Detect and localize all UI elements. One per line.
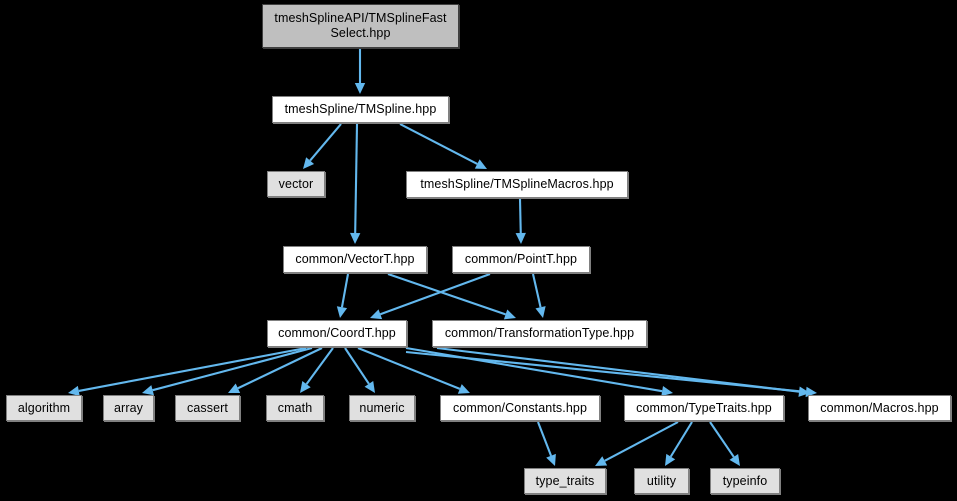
graph-node-array[interactable]: array: [103, 395, 154, 421]
graph-node-cassert[interactable]: cassert: [175, 395, 240, 421]
graph-node-tmspline[interactable]: tmeshSpline/TMSpline.hpp: [272, 96, 449, 123]
graph-node-pointt[interactable]: common/PointT.hpp: [452, 246, 590, 273]
graph-edge-pointt-to-coordt: [370, 273, 491, 320]
graph-node-typetraits[interactable]: common/TypeTraits.hpp: [624, 395, 784, 421]
graph-edge-tmspline-to-macros_tm: [399, 123, 487, 169]
graph-node-vector[interactable]: vector: [267, 171, 325, 197]
graph-edge-coordt-to-algorithm: [68, 346, 307, 397]
graph-edge-vectort-to-coordt: [336, 273, 350, 318]
graph-node-cmath[interactable]: cmath: [266, 395, 324, 421]
graph-edge-coordt-to-macros: [405, 350, 817, 398]
graph-edge-constants-to-type_traits: [537, 421, 556, 466]
graph-edge-tmspline-to-vectort: [349, 123, 361, 244]
graph-edge-pointt-to-transtype: [531, 273, 546, 318]
graph-edge-tmspline-to-vector: [303, 123, 342, 169]
graph-edge-coordt-to-cassert: [228, 347, 323, 393]
graph-edge-macros_tm-to-pointt: [515, 198, 526, 244]
graph-edge-coordt-to-numeric: [344, 347, 375, 393]
graph-edge-coordt-to-typetraits: [405, 346, 673, 397]
graph-edge-coordt-to-array: [142, 346, 313, 396]
graph-edge-coordt-to-constants: [357, 347, 470, 394]
graph-edge-transtype-to-macros: [436, 346, 810, 397]
graph-node-typeinfo[interactable]: typeinfo: [710, 468, 780, 494]
graph-node-algorithm[interactable]: algorithm: [6, 395, 82, 421]
graph-edge-coordt-to-cmath: [300, 347, 334, 393]
graph-node-vectort[interactable]: common/VectorT.hpp: [283, 246, 427, 273]
graph-edge-vectort-to-transtype: [387, 273, 516, 320]
graph-node-utility[interactable]: utility: [634, 468, 689, 494]
graph-node-constants[interactable]: common/Constants.hpp: [440, 395, 600, 421]
graph-node-transtype[interactable]: common/TransformationType.hpp: [432, 320, 647, 347]
graph-node-root[interactable]: tmeshSplineAPI/TMSplineFast Select.hpp: [262, 4, 459, 48]
graph-edge-typetraits-to-utility: [665, 421, 693, 466]
graph-node-macros_tm[interactable]: tmeshSpline/TMSplineMacros.hpp: [406, 171, 628, 198]
graph-node-numeric[interactable]: numeric: [349, 395, 415, 421]
graph-edge-typetraits-to-typeinfo: [709, 421, 740, 466]
graph-node-type_traits[interactable]: type_traits: [524, 468, 606, 494]
graph-node-macros[interactable]: common/Macros.hpp: [808, 395, 951, 421]
graph-node-coordt[interactable]: common/CoordT.hpp: [267, 320, 407, 347]
graph-edge-root-to-tmspline: [354, 49, 366, 94]
graph-edge-typetraits-to-type_traits: [595, 421, 679, 466]
